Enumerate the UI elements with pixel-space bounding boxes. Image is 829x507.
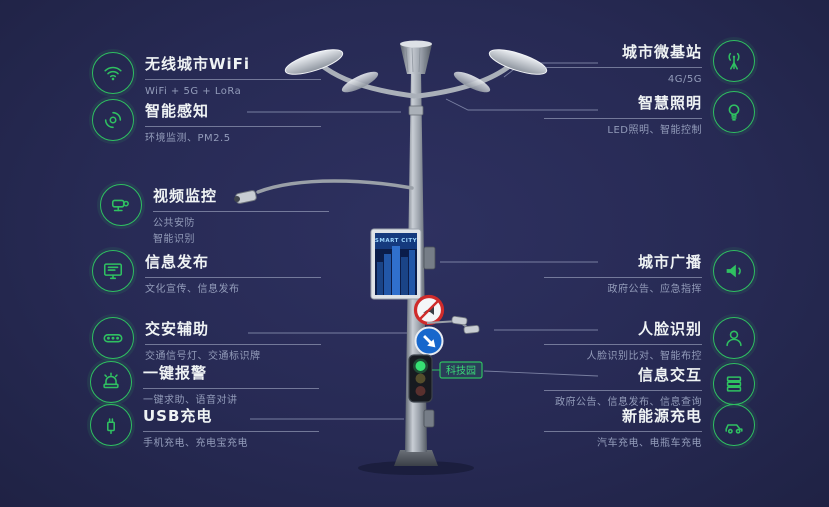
feature-title: 无线城市WiFi — [145, 53, 321, 80]
feature-title: 新能源充电 — [544, 405, 702, 432]
ground-shadow — [358, 461, 474, 475]
info-interaction-icon — [713, 363, 755, 405]
no-horn-sign — [413, 294, 445, 326]
feature-title: 交安辅助 — [145, 318, 321, 345]
feature-video-surveillance: 视频监控 公共安防 智能识别 — [100, 184, 329, 247]
feature-title: 信息交互 — [544, 364, 702, 391]
feature-one-key-alarm: 一键报警 一键求助、语音对讲 — [90, 361, 319, 409]
feature-usb-charging: USB充电 手机充电、充电宝充电 — [90, 404, 319, 452]
feature-title: 城市广播 — [544, 251, 702, 278]
feature-subtitle: 公共安防 智能识别 — [153, 218, 195, 245]
feature-title: 人脸识别 — [544, 318, 702, 345]
feature-traffic-assist: 交安辅助 交通信号灯、交通标识牌 — [92, 317, 321, 365]
feature-title: 城市微基站 — [544, 41, 702, 68]
information-screen: SMART CITY — [370, 228, 422, 300]
feature-title: 智慧照明 — [544, 92, 702, 119]
face-recognition-icon — [713, 317, 755, 359]
environment-sensor — [408, 105, 424, 116]
screen-title: SMART CITY — [375, 238, 418, 244]
feature-micro-base-station: 城市微基站 4G/5G — [544, 40, 755, 88]
smart-lighting-icon — [713, 91, 755, 133]
feature-subtitle: 文化宣传、信息发布 — [145, 284, 240, 295]
lamp-arms — [284, 49, 548, 99]
usb-charge-icon — [90, 404, 132, 446]
feature-ev-charging: 新能源充电 汽车充电、电瓶车充电 — [544, 404, 755, 452]
pole-base — [394, 450, 438, 466]
feature-subtitle: 汽车充电、电瓶车充电 — [597, 438, 702, 449]
tech-park-tag: 科技园 — [432, 361, 483, 379]
feature-subtitle: LED照明、智能控制 — [607, 125, 702, 136]
direction-arrow-sign — [414, 326, 444, 356]
base-station-icon — [713, 40, 755, 82]
feature-subtitle: 环境监测、PM2.5 — [145, 133, 231, 144]
feature-face-recognition: 人脸识别 人脸识别比对、智能布控 — [544, 317, 755, 365]
feature-smart-lighting: 智慧照明 LED照明、智能控制 — [544, 91, 755, 139]
feature-subtitle: 4G/5G — [667, 74, 702, 85]
top-luminaire — [400, 40, 432, 74]
feature-wifi: 无线城市WiFi WiFi + 5G + LoRa — [92, 52, 321, 100]
face-recognition-cameras — [426, 315, 480, 334]
feature-title: 视频监控 — [153, 185, 329, 212]
feature-title: USB充电 — [143, 405, 319, 432]
pole-shaft — [405, 72, 427, 452]
ev-charging-icon — [713, 404, 755, 446]
feature-smart-sensing: 智能感知 环境监测、PM2.5 — [92, 99, 321, 147]
feature-subtitle: 手机充电、充电宝充电 — [143, 438, 248, 449]
smart-sensing-icon — [92, 99, 134, 141]
feature-info-release: 信息发布 文化宣传、信息发布 — [92, 250, 321, 298]
feature-subtitle: 政府公告、信息发布、信息查询 — [555, 397, 702, 408]
feature-title: 信息发布 — [145, 251, 321, 278]
usb-charge-box — [423, 409, 435, 428]
speaker-box — [423, 246, 436, 270]
feature-subtitle: WiFi + 5G + LoRa — [145, 86, 242, 97]
broadcast-icon — [713, 250, 755, 292]
alarm-icon — [90, 361, 132, 403]
tech-park-tag-label: 科技园 — [446, 364, 476, 377]
cctv-camera-icon — [100, 184, 142, 226]
feature-subtitle: 政府公告、应急指挥 — [607, 284, 702, 295]
feature-subtitle: 一键求助、语音对讲 — [143, 395, 238, 406]
traffic-signal-icon — [92, 317, 134, 359]
feature-title: 一键报警 — [143, 362, 319, 389]
info-screen-icon — [92, 250, 134, 292]
wifi-icon — [92, 52, 134, 94]
feature-subtitle: 人脸识别比对、智能布控 — [586, 351, 702, 362]
traffic-light — [408, 354, 433, 403]
feature-subtitle: 交通信号灯、交通标识牌 — [145, 351, 261, 362]
feature-city-broadcast: 城市广播 政府公告、应急指挥 — [544, 250, 755, 298]
feature-title: 智能感知 — [145, 100, 321, 127]
